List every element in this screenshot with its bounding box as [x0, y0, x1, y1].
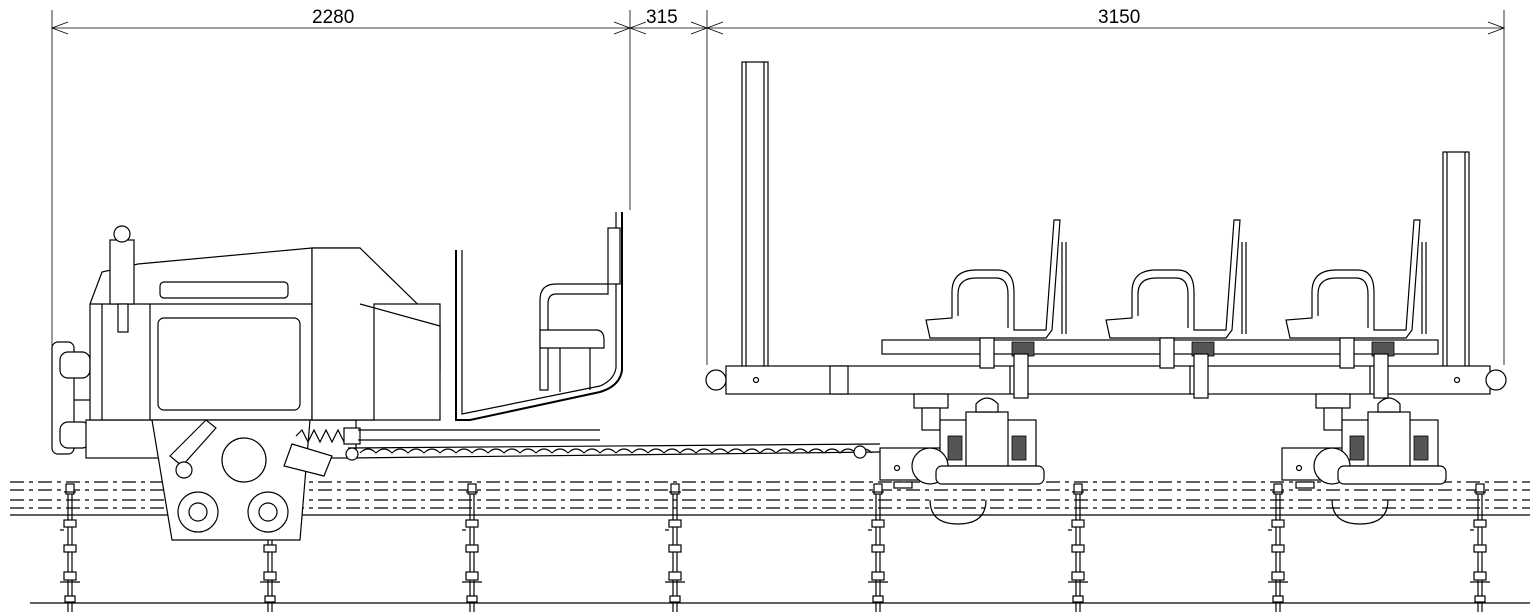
- dimension-label-2280: 2280: [312, 7, 354, 28]
- track-support-post: [868, 483, 888, 612]
- track-support-post: [665, 483, 685, 612]
- seat: [925, 219, 1067, 399]
- wheel-bogie: [879, 393, 1045, 525]
- track-support-post: [1268, 483, 1288, 612]
- track-support-post: [60, 483, 80, 612]
- seat: [1105, 219, 1247, 399]
- wheel-bogie: [1281, 393, 1447, 525]
- track-support-post: [1068, 483, 1088, 612]
- dimension-label-3150: 3150: [1098, 7, 1140, 28]
- coupling-chain: [345, 443, 881, 461]
- seat: [1285, 219, 1427, 399]
- track-support-post: [462, 483, 482, 612]
- dimension-chain: [50, 10, 1506, 380]
- rear-car: [705, 61, 1507, 525]
- lead-car: [51, 212, 623, 541]
- track-support-post: [1470, 483, 1490, 612]
- dimension-label-315: 315: [646, 7, 678, 28]
